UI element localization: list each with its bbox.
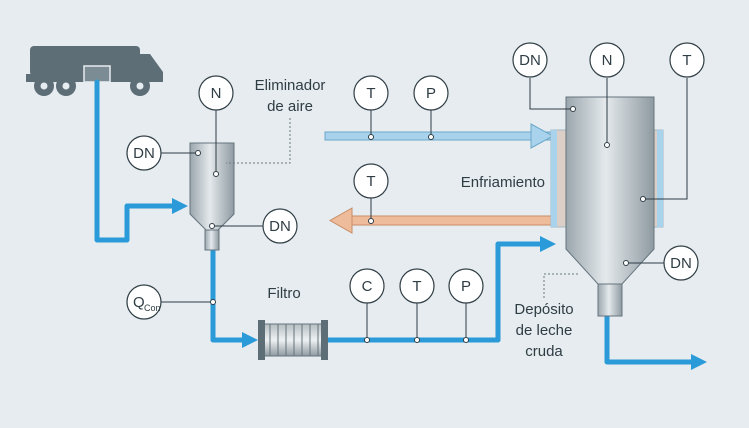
tank-label-leader-dotted xyxy=(543,273,578,298)
milk-pipeline xyxy=(94,79,696,365)
svg-text:DN: DN xyxy=(519,52,541,69)
instrument-cool-in-pressure: P xyxy=(413,75,449,111)
label-leader-dotted xyxy=(226,118,291,164)
svg-text:Con: Con xyxy=(144,303,161,313)
instrument-eliminator-density-bottom: DN xyxy=(262,208,298,244)
instrument-eliminator-density-top: DN xyxy=(126,135,162,171)
instrument-leader-lines xyxy=(161,78,688,340)
filter-unit xyxy=(258,320,328,360)
instrument-tank-level: N xyxy=(589,42,625,78)
svg-text:Q: Q xyxy=(133,294,145,311)
label-tank-line3: cruda xyxy=(525,343,563,360)
label-filter: Filtro xyxy=(267,285,300,302)
instrument-line-conductivity: C xyxy=(349,268,385,304)
raw-milk-tank xyxy=(565,96,655,317)
label-air-eliminator-line2: de aire xyxy=(267,98,313,115)
svg-text:P: P xyxy=(461,278,471,295)
svg-text:T: T xyxy=(412,278,421,295)
svg-text:P: P xyxy=(426,85,436,102)
svg-text:T: T xyxy=(366,173,375,190)
instrument-eliminator-level: N xyxy=(198,75,234,111)
instrument-cool-out-temperature: T xyxy=(353,163,389,199)
svg-text:T: T xyxy=(366,85,375,102)
air-eliminator-vessel xyxy=(189,142,235,251)
instrument-line-temperature: T xyxy=(399,268,435,304)
instrument-tank-temperature: T xyxy=(669,42,705,78)
svg-text:DN: DN xyxy=(133,145,155,162)
svg-text:C: C xyxy=(362,278,373,295)
label-cooling: Enfriamiento xyxy=(461,174,545,191)
label-air-eliminator-line1: Eliminador xyxy=(255,77,326,94)
tanker-truck-icon xyxy=(26,46,163,96)
instrument-line-pressure: P xyxy=(448,268,484,304)
svg-text:T: T xyxy=(682,52,691,69)
label-tank-line1: Depósito xyxy=(514,301,573,318)
instrument-flow: Q Con xyxy=(126,284,162,320)
instrument-tank-density-top: DN xyxy=(512,42,548,78)
svg-text:DN: DN xyxy=(269,218,291,235)
label-tank-line2: de leche xyxy=(516,322,573,339)
instrument-cool-in-temperature: T xyxy=(353,75,389,111)
svg-text:N: N xyxy=(602,52,613,69)
sensor-points xyxy=(195,106,646,343)
instrument-tank-density-bottom: DN xyxy=(663,245,699,281)
svg-text:N: N xyxy=(211,85,222,102)
coolant-outlet-line xyxy=(328,207,557,234)
svg-text:DN: DN xyxy=(670,255,692,272)
flow-arrowheads xyxy=(172,198,707,370)
coolant-inlet-line xyxy=(324,123,555,149)
